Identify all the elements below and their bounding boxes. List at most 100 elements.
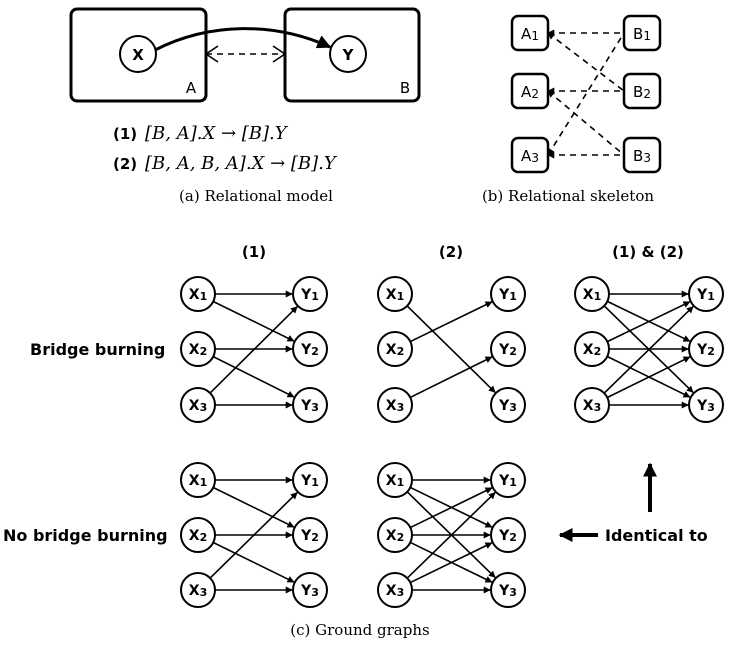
node-y2: Y2 (292, 331, 328, 367)
node-circle-x2 (377, 517, 413, 553)
node-circle-x2 (180, 331, 216, 367)
node-y2: Y2 (688, 331, 724, 367)
node-x2: X2 (574, 331, 610, 367)
node-circle-x2 (574, 331, 610, 367)
skeleton-node-b2: B2 (622, 72, 662, 110)
node-y2: Y2 (292, 517, 328, 553)
node-circle-x2 (180, 517, 216, 553)
skeleton-link-a1-b2 (547, 32, 625, 92)
node-circle-y2 (688, 331, 724, 367)
edge-x3-y2 (409, 542, 493, 584)
node-circle-y2 (292, 331, 328, 367)
node-x3: X3 (574, 387, 610, 423)
node-circle-x1 (377, 276, 413, 312)
node-label-x3: X3 (386, 583, 404, 599)
path2-expression: [B, A, B, A].X → [B].Y (145, 153, 338, 174)
edge-x2-y1 (409, 487, 493, 529)
node-y3: Y3 (292, 572, 328, 608)
node-label-y3: Y3 (498, 398, 517, 414)
edge-x3-y1 (209, 492, 298, 579)
node-label-y2: Y2 (498, 528, 517, 544)
node-x2: X2 (180, 331, 216, 367)
node-label-x2: X2 (583, 342, 601, 358)
edge-x2-y3 (212, 355, 295, 398)
node-y1: Y1 (490, 276, 526, 312)
row-label-no-bridge-burning: No bridge burning (3, 526, 168, 545)
node-circle-y2 (292, 517, 328, 553)
node-label-x1: X1 (189, 473, 207, 489)
node-x1: X1 (377, 276, 413, 312)
node-label-y2: Y2 (300, 528, 319, 544)
node-circle-x3 (377, 572, 413, 608)
node-label-y3: Y3 (300, 398, 319, 414)
node-label-y1: Y1 (696, 287, 715, 303)
node-circle-x2 (377, 331, 413, 367)
edge-x2-y3 (212, 541, 295, 583)
node-y2: Y2 (490, 331, 526, 367)
edge-x3-y2 (409, 356, 493, 399)
node-y3: Y3 (490, 387, 526, 423)
entity-label-b: B (400, 79, 410, 97)
node-label-x1: X1 (189, 287, 207, 303)
node-label-y1: Y1 (498, 287, 517, 303)
skeleton-box-a2 (510, 72, 550, 110)
node-circle-x1 (377, 462, 413, 498)
skeleton-label-a3: A3 (521, 147, 539, 165)
node-x1: X1 (574, 276, 610, 312)
node-label-x2: X2 (386, 342, 404, 358)
node-label-y3: Y3 (498, 583, 517, 599)
panel-ground-graphs: (1) (2) (1) & (2) Bridge burning No brid… (3, 243, 724, 639)
skeleton-box-b3 (622, 136, 662, 174)
edge-x2-y1 (409, 301, 493, 343)
edge-x1-y2 (212, 300, 295, 342)
node-label-y3: Y3 (300, 583, 319, 599)
node-label-y2: Y2 (300, 342, 319, 358)
skeleton-box-a3 (510, 136, 550, 174)
path1-number: (1) (113, 125, 137, 143)
relationship-end-b (272, 45, 287, 63)
skeleton-label-b1: B1 (633, 25, 651, 43)
skeleton-node-a1: A1 (510, 14, 550, 52)
node-x3: X3 (377, 387, 413, 423)
node-circle-y3 (292, 572, 328, 608)
skeleton-link-a3-b1 (547, 32, 625, 156)
node-label-y3: Y3 (696, 398, 715, 414)
node-y1: Y1 (292, 462, 328, 498)
node-label-x1: X1 (386, 473, 404, 489)
node-circle-y2 (490, 331, 526, 367)
node-label-x2: X2 (386, 528, 404, 544)
skeleton-label-b3: B3 (633, 147, 651, 165)
row-label-bridge-burning: Bridge burning (30, 340, 165, 359)
node-x2: X2 (180, 517, 216, 553)
node-x1: X1 (180, 276, 216, 312)
node-x3: X3 (180, 572, 216, 608)
node-label-y1: Y1 (498, 473, 517, 489)
node-label-x3: X3 (189, 398, 207, 414)
node-y1: Y1 (688, 276, 724, 312)
node-circle-y3 (688, 387, 724, 423)
column-header-1: (1) (242, 243, 266, 261)
skeleton-label-b2: B2 (633, 83, 651, 101)
node-circle-y1 (490, 462, 526, 498)
node-circle-y1 (490, 276, 526, 312)
edge-x3-y1 (209, 306, 298, 394)
column-header-1-and-2: (1) & (2) (612, 243, 684, 261)
attribute-node-x (119, 35, 157, 73)
skeleton-edges (547, 29, 625, 159)
node-label-x3: X3 (583, 398, 601, 414)
skeleton-node-a2: A2 (510, 72, 550, 110)
skeleton-link-a2-b3 (547, 90, 625, 156)
node-label-y1: Y1 (300, 287, 319, 303)
node-circle-y1 (292, 276, 328, 312)
node-y2: Y2 (490, 517, 526, 553)
node-y1: Y1 (292, 276, 328, 312)
skeleton-node-a3: A3 (510, 136, 550, 174)
node-circle-x1 (180, 276, 216, 312)
node-circle-y1 (688, 276, 724, 312)
